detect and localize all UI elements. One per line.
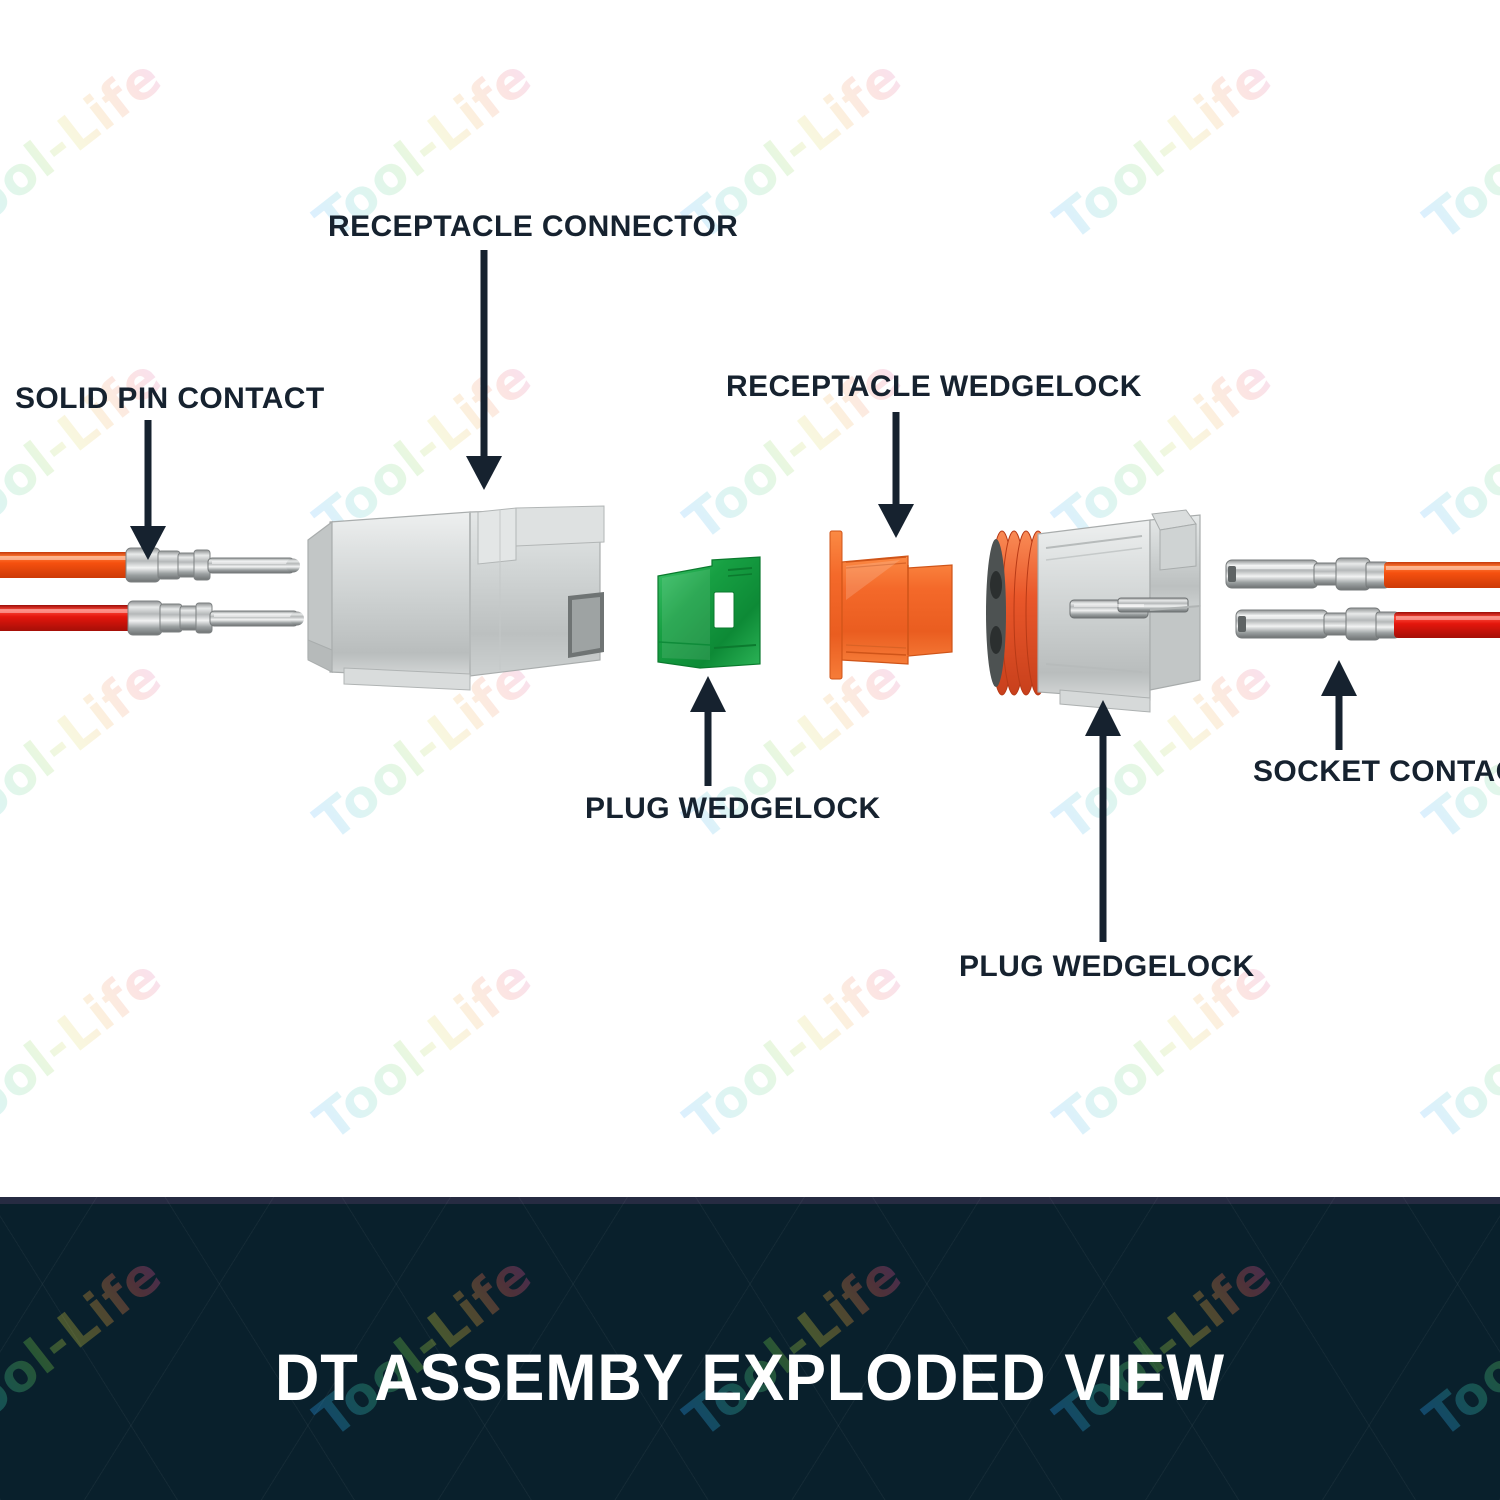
callout-arrow-plug-wedgelock-green xyxy=(690,676,726,786)
callout-label-solid-pin-contact: SOLID PIN CONTACT xyxy=(15,382,325,415)
callout-label-plug-wedgelock-green: PLUG WEDGELOCK xyxy=(585,792,881,825)
callout-arrow-socket-contact xyxy=(1321,660,1357,750)
banner-title: DT ASSEMBY EXPLODED VIEW xyxy=(275,1340,1225,1414)
callout-label-socket-contact: SOCKET CONTACT xyxy=(1253,755,1500,788)
callout-arrow-solid-pin-contact xyxy=(130,420,166,560)
callout-arrow-receptacle-wedgelock xyxy=(878,412,914,538)
callout-arrow-receptacle-connector xyxy=(466,250,502,490)
callout-label-receptacle-wedgelock: RECEPTACLE WEDGELOCK xyxy=(726,370,1142,403)
part-artwork xyxy=(0,505,1500,713)
banner-top-strip xyxy=(0,1197,1500,1204)
banner-diagonal-lines xyxy=(0,1197,1500,1500)
callout-label-receptacle-connector: RECEPTACLE CONNECTOR xyxy=(328,210,739,243)
callout-arrow-plug-wedgelock-gray xyxy=(1085,700,1121,942)
callout-label-plug-wedgelock-gray: PLUG WEDGELOCK xyxy=(959,950,1255,983)
